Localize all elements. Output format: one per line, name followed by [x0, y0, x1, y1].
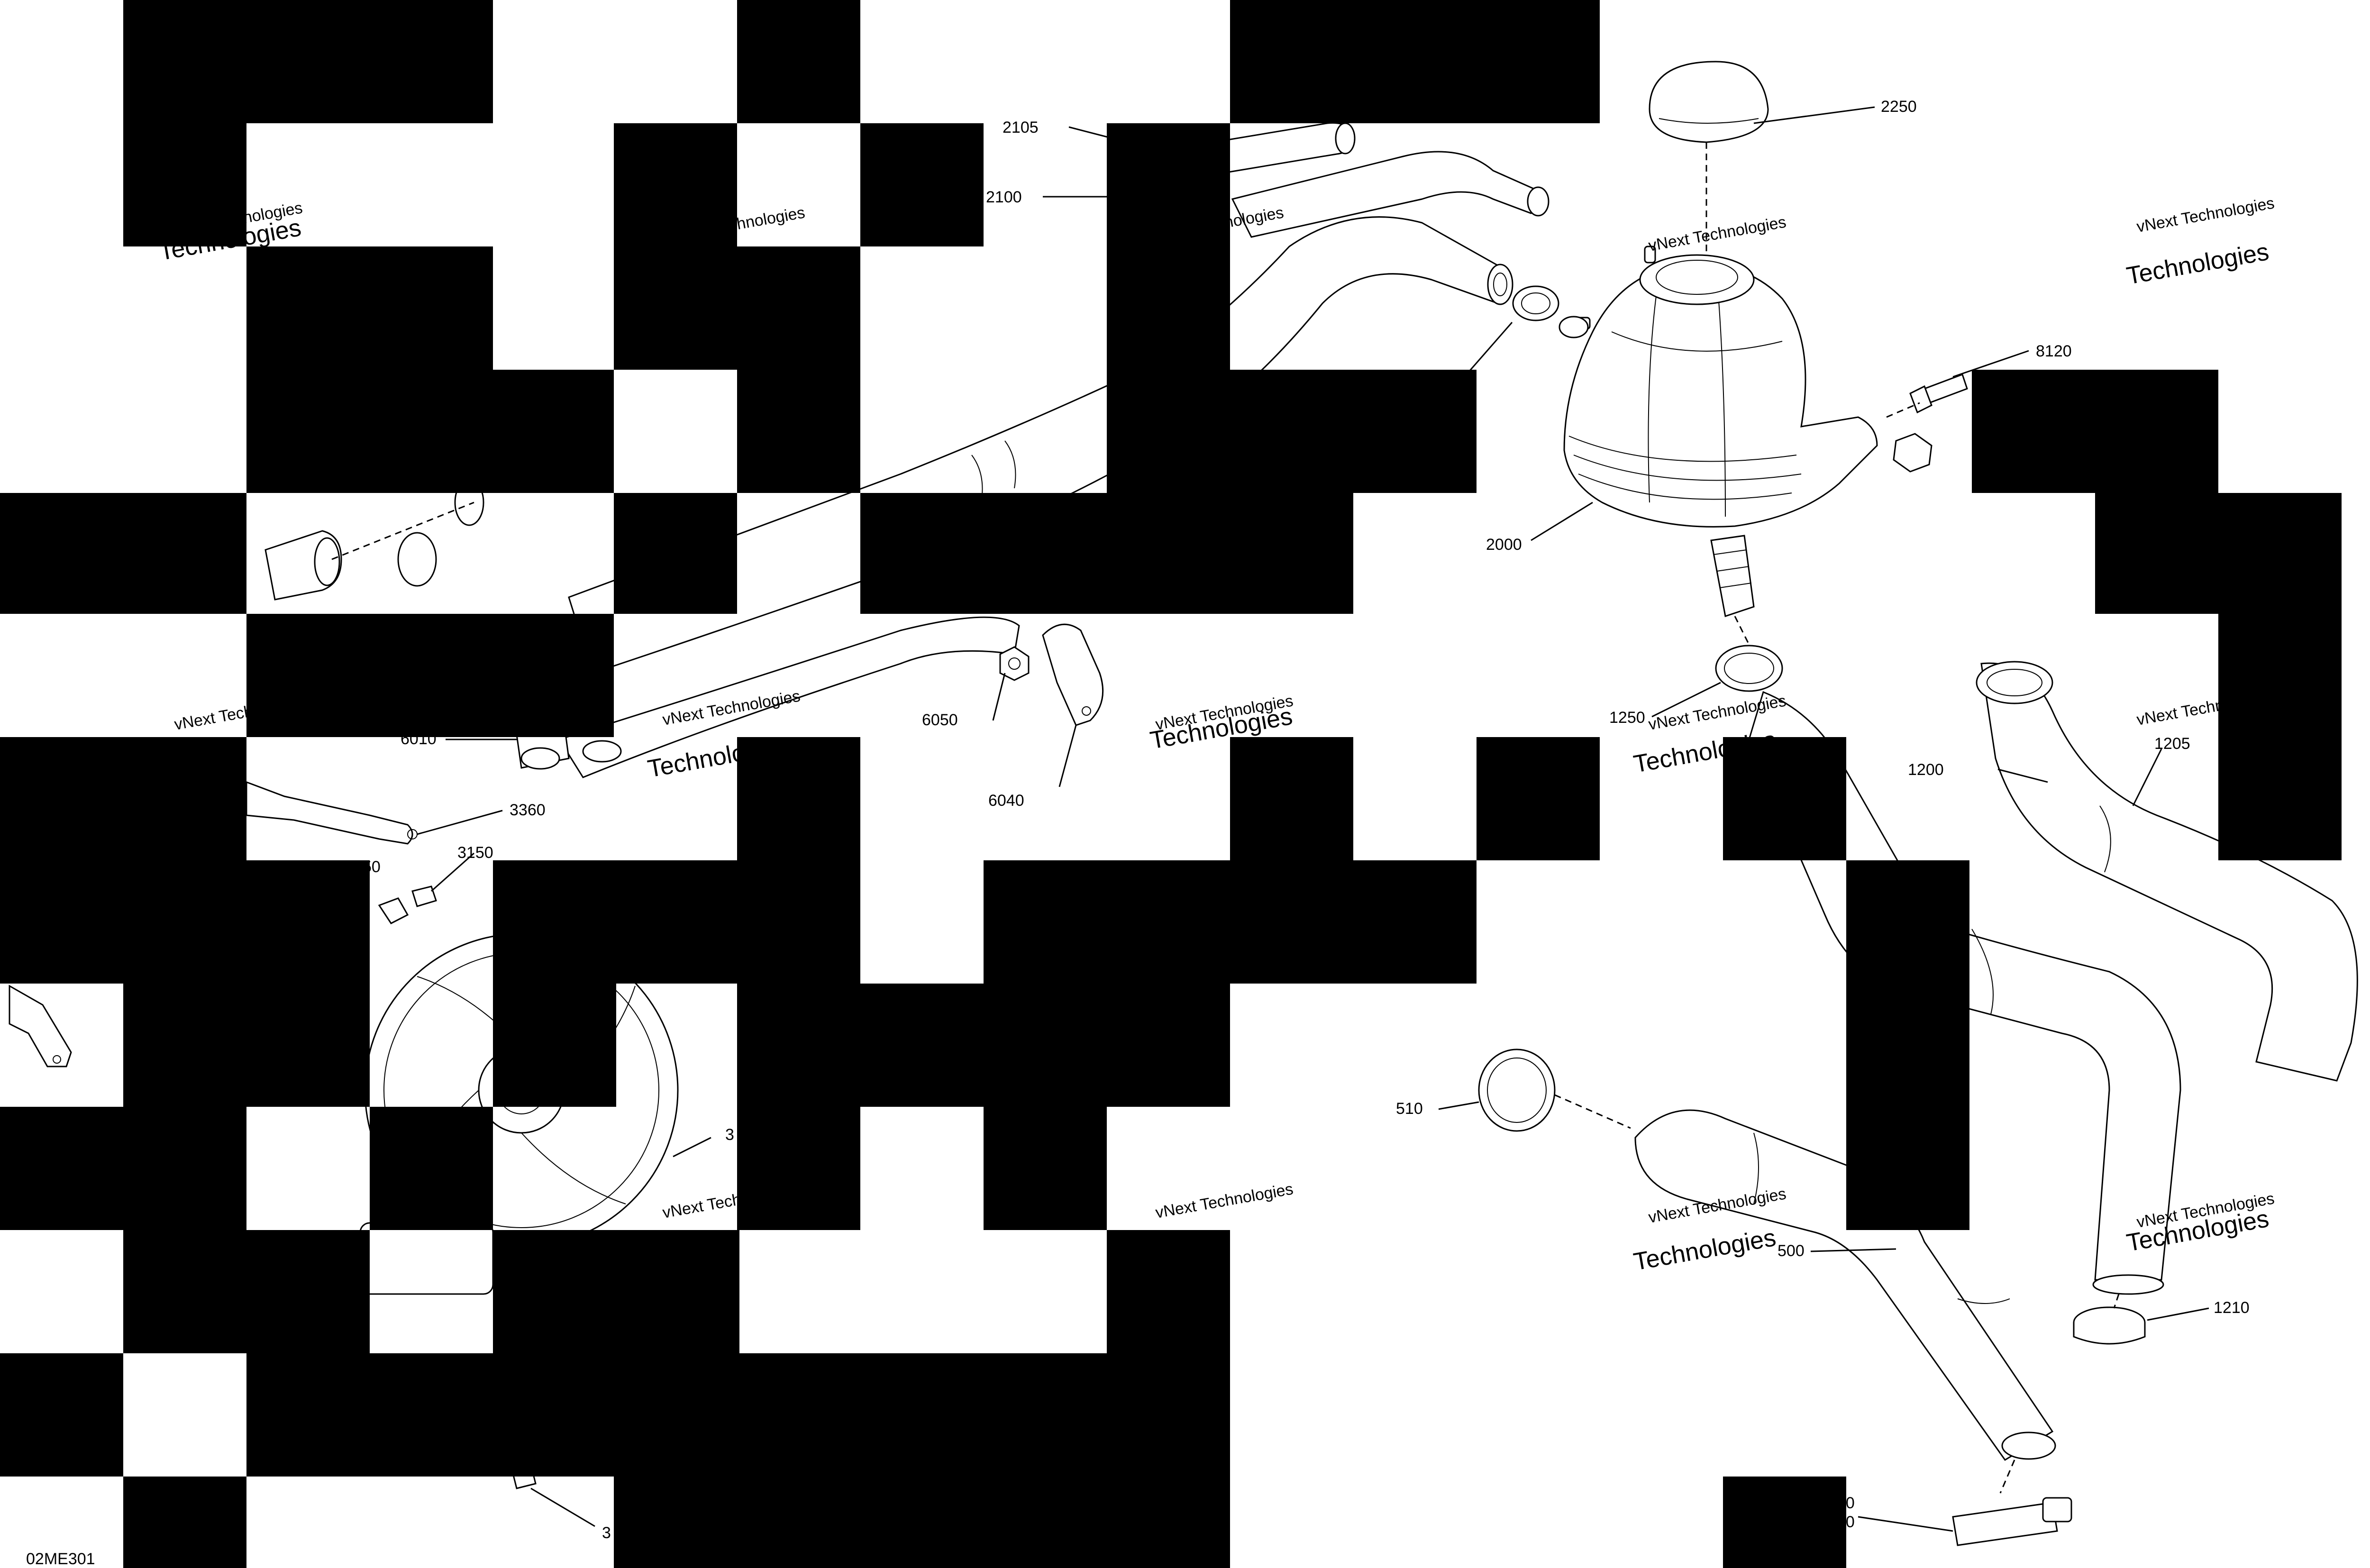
callout-2105: 2105 — [1003, 119, 1039, 137]
clamp-1250 — [1715, 616, 1783, 692]
bracket-left-edge — [9, 985, 72, 1067]
callout-8120: 8120 — [2036, 342, 2072, 360]
watermark-text: vNext Technologies — [1647, 213, 1787, 255]
cap-2250 — [1649, 61, 1769, 256]
hose-500 — [1634, 1109, 2056, 1494]
bolt-8120 — [1886, 374, 1968, 418]
hose-2105 — [1212, 122, 1356, 174]
hose-2100 — [1231, 151, 1550, 238]
coolant-reservoir-2000 — [1563, 246, 1878, 617]
callout-3150: 3150 — [457, 844, 493, 862]
nut-8120 — [1893, 433, 1932, 473]
callout-3-fan: 3 — [725, 1126, 734, 1144]
hose-1205 — [1976, 661, 2358, 1082]
nut-6050 — [999, 646, 1030, 681]
callout-3-bottom: 3 — [602, 1524, 611, 1542]
watermark-text: vNext Technologies — [2135, 194, 2276, 236]
watermark: Technologies — [2124, 238, 2271, 290]
callout-1210: 1210 — [2214, 1299, 2250, 1317]
callout-1200: 1200 — [1908, 761, 1944, 779]
watermark: Technologies — [1632, 1224, 1778, 1276]
callout-1205: 1205 — [2154, 735, 2190, 753]
bracket-3360 — [246, 781, 418, 845]
leader-lines — [417, 106, 2209, 1532]
hose-left-stub — [264, 479, 484, 601]
callout-2000: 2000 — [1486, 536, 1522, 554]
callout-3360: 3360 — [510, 801, 546, 819]
callout-2100: 2100 — [986, 188, 1022, 206]
clamp-20 — [1952, 1497, 2072, 1546]
callout-6040: 6040 — [988, 792, 1024, 810]
bolt-3150 — [378, 885, 437, 924]
p-clamp-6040 — [1042, 623, 1104, 726]
callout-1250: 1250 — [1609, 709, 1645, 727]
callout-6050: 6050 — [922, 711, 958, 729]
svg-text:Technologies: Technologies — [1632, 1224, 1778, 1276]
clamp-reservoir-left — [1512, 285, 1589, 338]
clamp-510 — [1478, 1048, 1631, 1132]
callout-2250: 2250 — [1881, 98, 1917, 116]
clamp-1210 — [2073, 1294, 2146, 1345]
svg-text:Technologies: Technologies — [2124, 238, 2271, 290]
callout-510: 510 — [1396, 1100, 1423, 1118]
watermark-text: vNext Technologies — [1154, 1180, 1294, 1222]
diagram-code: 02ME301 — [26, 1550, 95, 1568]
callout-500: 500 — [1778, 1242, 1805, 1260]
